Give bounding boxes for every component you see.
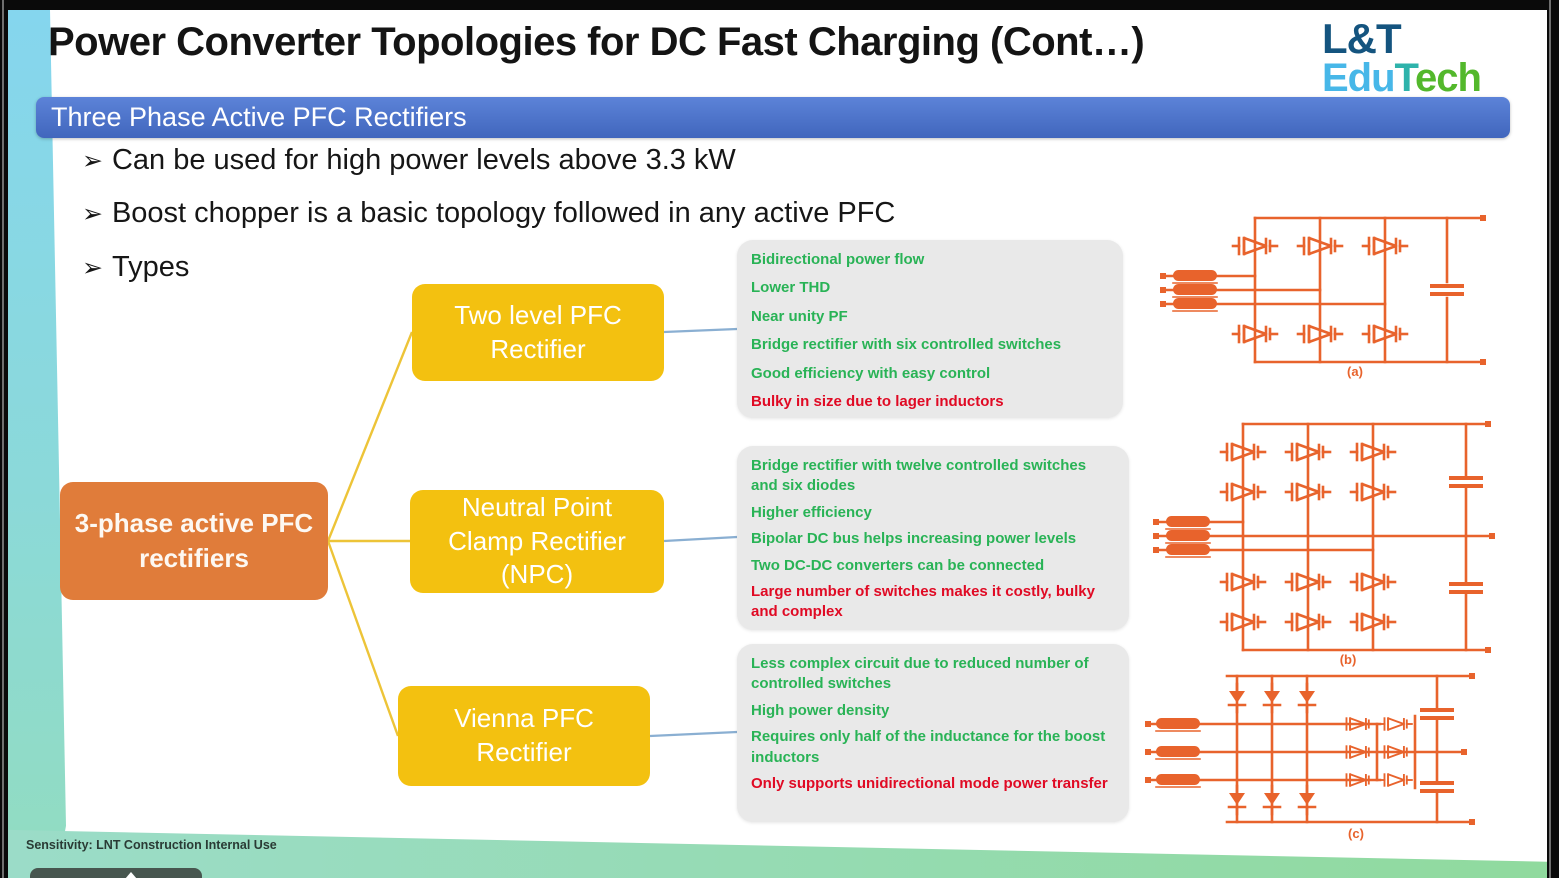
bullet-text: Can be used for high power levels above … — [111, 144, 736, 176]
figure-label-c: (c) — [1348, 826, 1364, 841]
logo-lt-text: L&T — [1322, 15, 1402, 62]
pro-point: Bidirectional power flow — [751, 251, 925, 268]
slide: Power Converter Topologies for DC Fast C… — [8, 10, 1547, 878]
root-box-3-phase-active-pfc: 3-phase active PFC rectifiers — [60, 482, 328, 600]
branch-box-npc: Neutral Point Clamp Rectifier (NPC) — [410, 490, 664, 593]
bullet-item: ➢ Types — [82, 249, 895, 285]
circuit-vienna-figure — [1143, 671, 1477, 827]
bullet-item: ➢ Boost chopper is a basic topology foll… — [82, 195, 895, 231]
player-control-icon — [125, 872, 137, 878]
player-control-overlay[interactable] — [30, 868, 202, 878]
pro-point: Bridge rectifier with six controlled swi… — [751, 336, 1062, 354]
pro-point: Requires only half of the inductance for… — [751, 728, 1106, 766]
bullet-text: Boost chopper is a basic topology follow… — [111, 197, 896, 230]
left-window-edge — [2, 0, 4, 878]
sensitivity-label: Sensitivity: LNT Construction Internal U… — [26, 838, 277, 852]
pros-cons-box-vienna: Less complex circuit due to reduced numb… — [737, 644, 1129, 822]
circuit-two-level-figure — [1158, 213, 1488, 367]
branch-box-two-level: Two level PFC Rectifier — [412, 284, 664, 381]
pro-point: Bridge rectifier with twelve controlled … — [751, 457, 1087, 495]
pro-point: Less complex circuit due to reduced numb… — [751, 655, 1089, 693]
right-window-edge — [1549, 0, 1551, 878]
figure-label-a: (a) — [1347, 364, 1363, 379]
page-title: Power Converter Topologies for DC Fast C… — [48, 20, 1145, 64]
bullet-list: ➢ Can be used for high power levels abov… — [82, 142, 895, 302]
pro-point: Good efficiency with easy control — [751, 364, 991, 382]
bullet-text: Types — [111, 250, 190, 283]
pros-cons-box-two-level: Bidirectional power flow Lower THD Near … — [737, 240, 1123, 418]
arrow-bullet-icon: ➢ — [82, 252, 103, 282]
pro-point: Lower THD — [751, 279, 831, 297]
left-accent-strip — [8, 10, 66, 878]
logo-edutech-text: EduTech — [1322, 56, 1482, 100]
con-point: Only supports unidirectional mode power … — [751, 774, 1108, 792]
bullet-item: ➢ Can be used for high power levels abov… — [82, 142, 895, 178]
con-point: Bulky in size due to lager inductors — [751, 392, 1004, 410]
figure-label-b: (b) — [1339, 652, 1357, 667]
con-point: Large number of switches makes it costly… — [751, 582, 1095, 621]
arrow-bullet-icon: ➢ — [82, 199, 103, 229]
lt-edutech-logo: L&T EduTech — [1322, 15, 1482, 100]
pro-point: Near unity PF — [751, 307, 848, 325]
section-banner: Three Phase Active PFC Rectifiers — [36, 97, 1510, 138]
circuit-npc-figure — [1151, 419, 1497, 655]
pro-point: Bipolar DC bus helps increasing power le… — [751, 530, 1077, 548]
branch-box-vienna: Vienna PFC Rectifier — [398, 686, 650, 786]
pros-cons-box-npc: Bridge rectifier with twelve controlled … — [737, 446, 1129, 630]
arrow-bullet-icon: ➢ — [82, 146, 103, 175]
pro-point: High power density — [751, 701, 890, 719]
pro-point: Two DC-DC converters can be connected — [751, 556, 1045, 574]
pro-point: Higher efficiency — [751, 503, 872, 521]
